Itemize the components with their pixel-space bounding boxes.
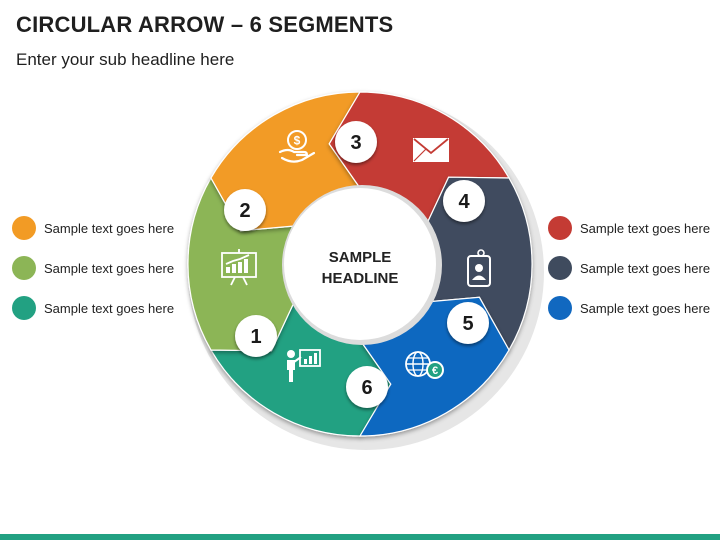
number-badge-2: 2 xyxy=(224,189,266,231)
number-badge-4: 4 xyxy=(443,180,485,222)
legend-label: Sample text goes here xyxy=(580,260,711,276)
number-badge-1: 1 xyxy=(235,315,277,357)
badge-circle xyxy=(443,180,485,222)
legend-dot xyxy=(548,296,572,320)
badge-number: 5 xyxy=(462,313,473,335)
badge-circle xyxy=(235,315,277,357)
badge-number: 2 xyxy=(239,200,250,222)
bottom-accent-bar xyxy=(0,534,720,540)
legend-left: Sample text goes here Sample text goes h… xyxy=(12,216,174,320)
legend-item: Sample text goes here xyxy=(548,296,710,320)
legend-label: Sample text goes here xyxy=(44,300,175,316)
legend-item: Sample text goes here xyxy=(12,256,174,280)
badge-number: 4 xyxy=(458,191,470,213)
legend-dot xyxy=(548,216,572,240)
legend-label: Sample text goes here xyxy=(580,220,711,236)
svg-text:$: $ xyxy=(294,134,301,148)
badge-circle xyxy=(346,366,388,408)
legend-label: Sample text goes here xyxy=(44,260,175,276)
legend-label: Sample text goes here xyxy=(580,300,711,316)
legend-dot xyxy=(12,216,36,240)
legend-item: Sample text goes here xyxy=(548,256,710,280)
badge-number: 6 xyxy=(361,377,372,399)
number-badge-5: 5 xyxy=(447,302,489,344)
badge-circle xyxy=(447,302,489,344)
center-headline-line2: HEADLINE xyxy=(322,270,399,287)
legend-right: Sample text goes here Sample text goes h… xyxy=(548,216,710,320)
badges-layer: 1 2 3 4 5 6 xyxy=(224,121,489,408)
badge-number: 3 xyxy=(350,132,361,154)
id-badge-icon xyxy=(467,249,491,287)
legend-item: Sample text goes here xyxy=(12,296,174,320)
presenter-chart-icon xyxy=(287,349,321,382)
legend-dot xyxy=(12,256,36,280)
legend-dot xyxy=(12,296,36,320)
number-badge-3: 3 xyxy=(335,121,377,163)
legend-label: Sample text goes here xyxy=(44,220,175,236)
money-hand-icon: $ xyxy=(278,130,316,163)
legend-dot xyxy=(548,256,572,280)
page-title: CIRCULAR ARROW – 6 SEGMENTS xyxy=(16,12,394,37)
center-hub xyxy=(284,188,436,340)
badge-number: 1 xyxy=(250,326,261,348)
globe-euro-icon: € xyxy=(405,351,444,379)
svg-text:€: € xyxy=(432,365,438,377)
badge-circle xyxy=(335,121,377,163)
legend-item: Sample text goes here xyxy=(12,216,174,240)
center-headline-line1: SAMPLE xyxy=(329,249,392,266)
number-badge-6: 6 xyxy=(346,366,388,408)
presentation-board-icon xyxy=(221,249,257,286)
page-subtitle: Enter your sub headline here xyxy=(16,50,235,69)
envelope-icon xyxy=(413,138,449,162)
legend-item: Sample text goes here xyxy=(548,216,710,240)
badge-circle xyxy=(224,189,266,231)
